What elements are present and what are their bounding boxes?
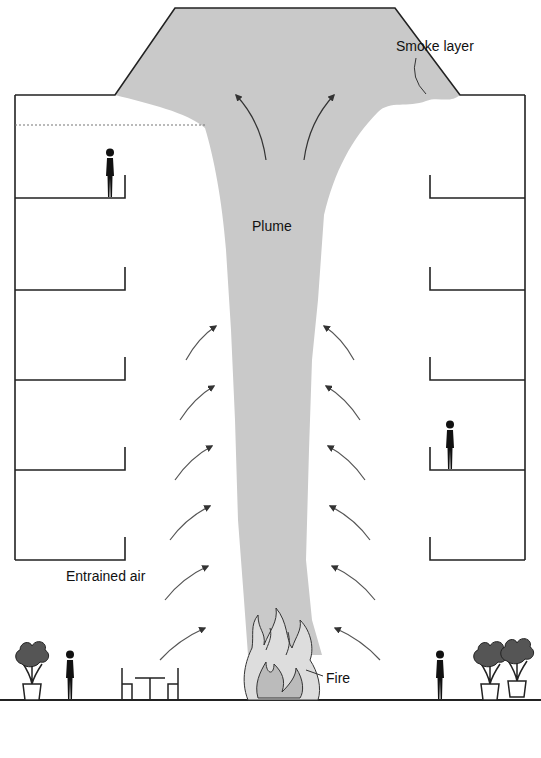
building-outline: [0, 8, 541, 700]
plume-label: Plume: [252, 218, 292, 234]
leader-line: [414, 58, 426, 94]
potted-plant: [16, 642, 49, 700]
entrained-air-arrow: [160, 326, 380, 660]
entrained-air-label: Entrained air: [66, 568, 145, 584]
potted-plant: [501, 639, 534, 697]
person: [446, 421, 454, 470]
leader-line: [306, 670, 323, 676]
flow-arrow: [236, 95, 334, 160]
smoke-plume: [115, 8, 460, 655]
table-and-chairs: [122, 668, 178, 700]
person: [66, 651, 74, 700]
fire: [244, 608, 319, 700]
person: [436, 651, 444, 700]
smoke-interface-line: [15, 124, 205, 125]
person: [106, 149, 114, 198]
smoke-layer-label: Smoke layer: [396, 38, 474, 54]
fire-label: Fire: [326, 670, 350, 686]
